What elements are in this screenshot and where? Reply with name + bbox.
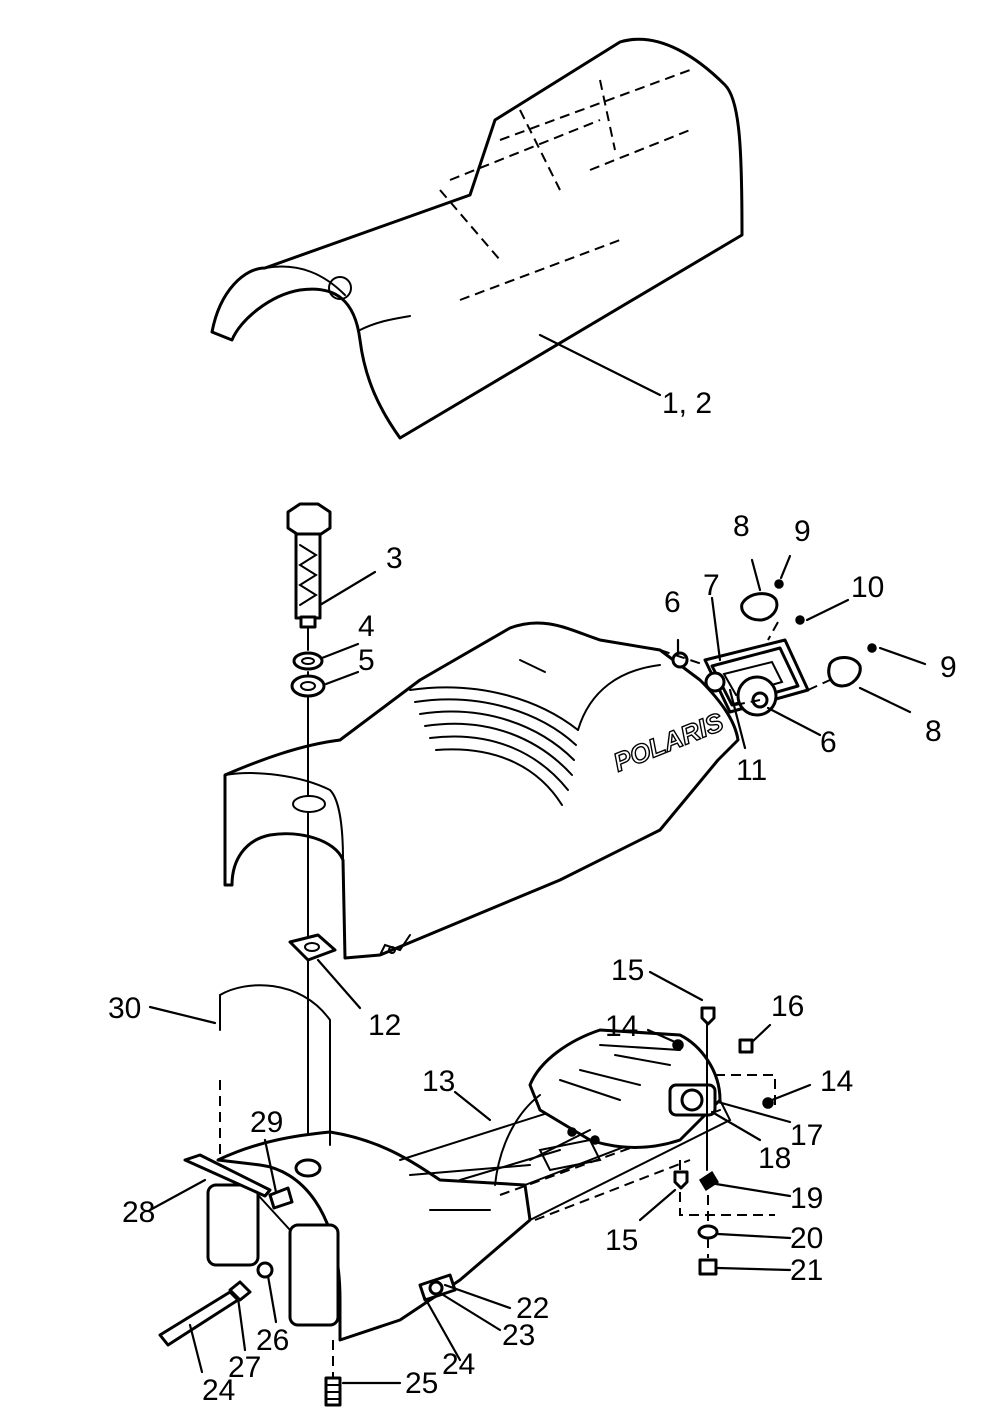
callout-28: 28 <box>122 1196 155 1229</box>
callout-9b: 9 <box>940 651 957 684</box>
callout-9a: 9 <box>794 515 811 548</box>
callout-4: 4 <box>358 610 375 643</box>
seat-cover <box>210 37 744 440</box>
callout-19: 19 <box>790 1182 823 1215</box>
callout-20: 20 <box>790 1222 823 1255</box>
callout-24a: 24 <box>202 1374 235 1407</box>
tail-bracket <box>659 579 877 717</box>
callout-14a: 14 <box>605 1010 638 1043</box>
console <box>494 1019 776 1216</box>
callout-15b: 15 <box>605 1224 638 1257</box>
gasket <box>288 933 337 962</box>
bolt-assembly <box>286 502 332 1161</box>
callout-6b: 6 <box>820 726 837 759</box>
fuel-tank <box>158 1088 732 1407</box>
callout-6a: 6 <box>664 586 681 619</box>
seat-base: POLARIS <box>223 621 740 960</box>
leader-lines <box>148 333 927 1385</box>
callout-29: 29 <box>250 1106 283 1139</box>
callout-7: 7 <box>703 569 720 602</box>
callout-27: 27 <box>228 1351 261 1384</box>
callouts: 1, 2 3 4 5 6 6 7 8 8 9 9 10 11 12 13 14 … <box>108 387 957 1407</box>
callout-15a: 15 <box>611 954 644 987</box>
callout-8b: 8 <box>925 715 942 748</box>
callout-13: 13 <box>422 1065 455 1098</box>
callout-1-2: 1, 2 <box>662 387 712 420</box>
hardware <box>672 1006 774 1276</box>
callout-3: 3 <box>386 542 403 575</box>
callout-21: 21 <box>790 1254 823 1287</box>
callout-10: 10 <box>851 571 884 604</box>
callout-23: 23 <box>502 1319 535 1352</box>
callout-30: 30 <box>108 992 141 1025</box>
callout-24b: 24 <box>442 1348 475 1381</box>
callout-22: 22 <box>516 1292 549 1325</box>
callout-11: 11 <box>736 754 767 787</box>
callout-5: 5 <box>358 644 375 677</box>
deflector-panel <box>219 984 331 1160</box>
callout-25: 25 <box>405 1367 438 1400</box>
callout-17: 17 <box>790 1119 823 1152</box>
callout-16: 16 <box>771 990 804 1023</box>
callout-14b: 14 <box>820 1065 853 1098</box>
callout-18: 18 <box>758 1142 791 1175</box>
callout-26: 26 <box>256 1324 289 1357</box>
callout-8a: 8 <box>733 510 750 543</box>
callout-12: 12 <box>368 1009 401 1042</box>
